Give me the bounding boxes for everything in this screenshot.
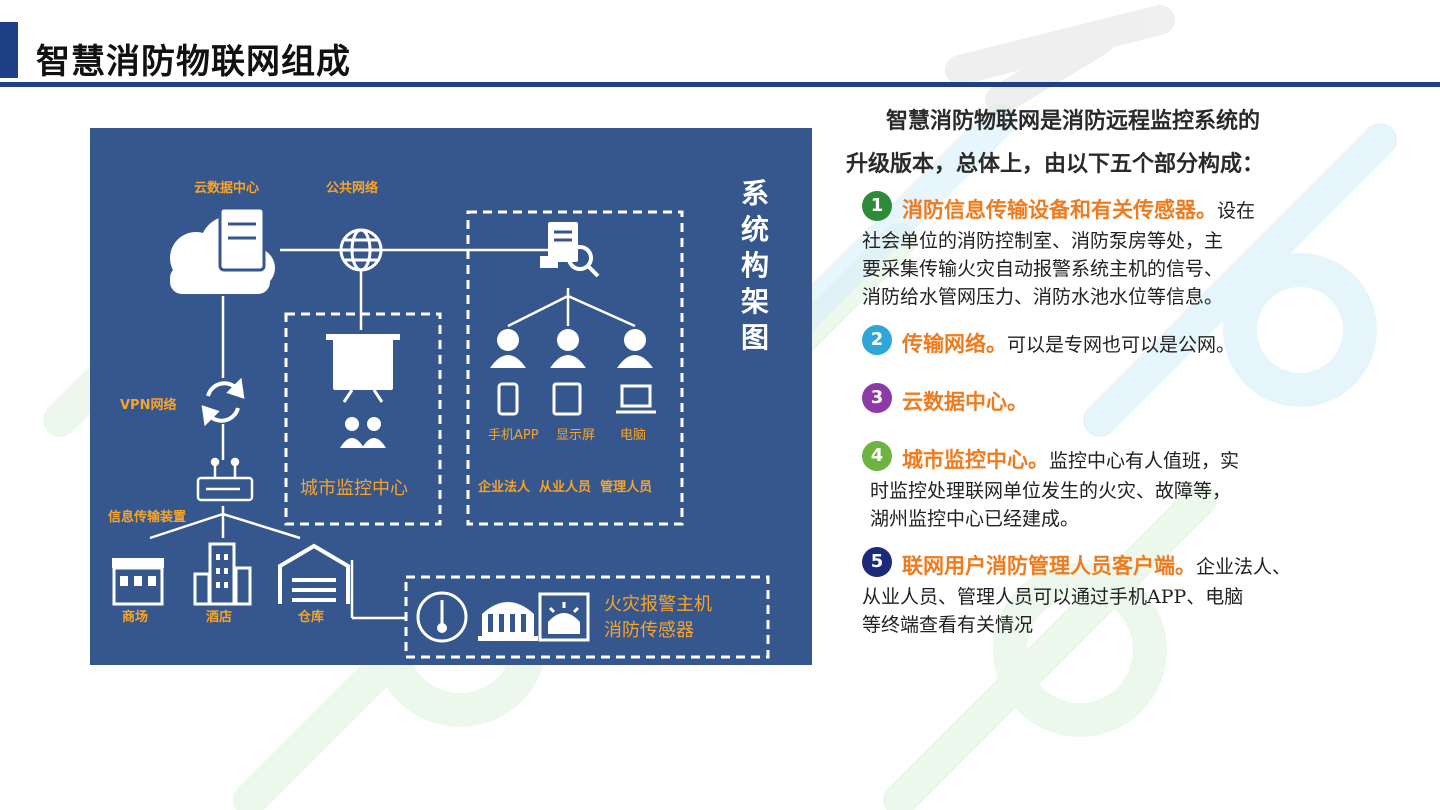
diagram-vertical-title: 系 统 构 架 图 [740, 177, 769, 354]
user-icons [490, 329, 653, 368]
users-box [466, 210, 684, 526]
title-accent-bar [0, 22, 18, 78]
globe-icon [339, 228, 383, 272]
label-public-net: 公共网络 [326, 181, 379, 196]
label-fire-sensor: 消防传感器 [604, 620, 694, 641]
laptop-icon [620, 384, 652, 408]
mall-icon [112, 558, 164, 606]
label-computer: 电脑 [620, 428, 647, 443]
monitor-board-icon [326, 334, 400, 403]
fire-sensor-icon [538, 592, 590, 642]
city-center-box [284, 312, 442, 526]
phone-icon [497, 382, 519, 416]
title-divider [0, 82, 1440, 87]
alarm-host-icon [478, 602, 538, 641]
sync-icon [201, 377, 245, 427]
router-icon [196, 457, 254, 502]
label-warehouse: 仓库 [298, 610, 325, 625]
label-city-center: 城市监控中心 [300, 478, 408, 499]
people-icon [340, 417, 386, 448]
hotel-icon [193, 542, 252, 606]
page-title: 智慧消防物联网组成 [36, 42, 351, 82]
number-badge-5: 5 [862, 547, 892, 577]
number-badge-2: 2 [862, 325, 892, 355]
system-architecture-diagram: 云数据中心 公共网络 VPN网络 信息传输装置 商场 酒店 仓库 城市监控中心 … [90, 128, 812, 665]
link-device-buildings [149, 506, 301, 540]
label-hotel: 酒店 [206, 610, 233, 625]
label-info-device: 信息传输装置 [108, 510, 187, 525]
cloud-server-icon [170, 206, 275, 294]
thermometer-icon [416, 591, 468, 643]
label-alarm-host: 火灾报警主机 [604, 594, 712, 615]
alarm-box [404, 575, 770, 659]
link-org-tree [507, 288, 636, 328]
tablet-icon [552, 382, 582, 416]
diagram-graphics [112, 206, 770, 659]
label-user-roles: 企业法人 从业人员 管理人员 [478, 480, 653, 495]
label-phone-app: 手机APP [488, 428, 539, 443]
intro-text: 智慧消防物联网是消防远程监控系统的 升级版本，总体上，由以下五个部分构成： [846, 109, 1265, 177]
label-mall: 商场 [122, 610, 149, 625]
warehouse-icon [278, 543, 350, 604]
document-search-icon [540, 222, 600, 278]
label-cloud: 云数据中心 [194, 181, 260, 196]
label-display: 显示屏 [556, 428, 596, 443]
number-badge-4: 4 [862, 441, 892, 471]
number-badge-3: 3 [862, 383, 892, 413]
label-vpn: VPN网络 [120, 398, 177, 413]
number-badge-1: 1 [862, 191, 892, 221]
